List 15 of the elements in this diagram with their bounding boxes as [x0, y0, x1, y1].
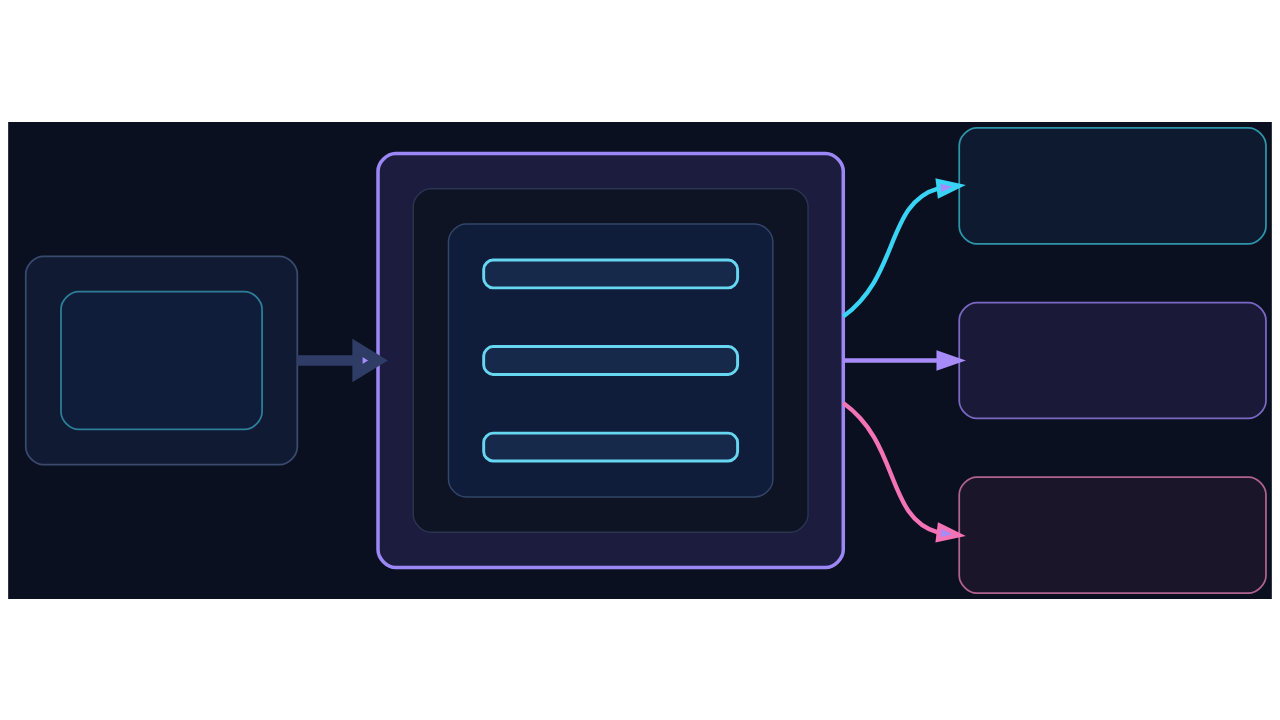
cluster [376, 151, 846, 569]
node-box [482, 258, 740, 289]
node-box [482, 431, 740, 462]
arrow [841, 400, 966, 543]
arrow [841, 177, 966, 318]
node-box [958, 301, 1267, 419]
node-box [60, 290, 263, 430]
node-box [482, 344, 740, 376]
arrow [843, 349, 966, 371]
cluster [412, 187, 809, 533]
cluster [447, 222, 774, 498]
arrow [297, 338, 388, 382]
node-box [958, 126, 1267, 245]
node-box [958, 475, 1267, 594]
cluster [24, 254, 299, 466]
